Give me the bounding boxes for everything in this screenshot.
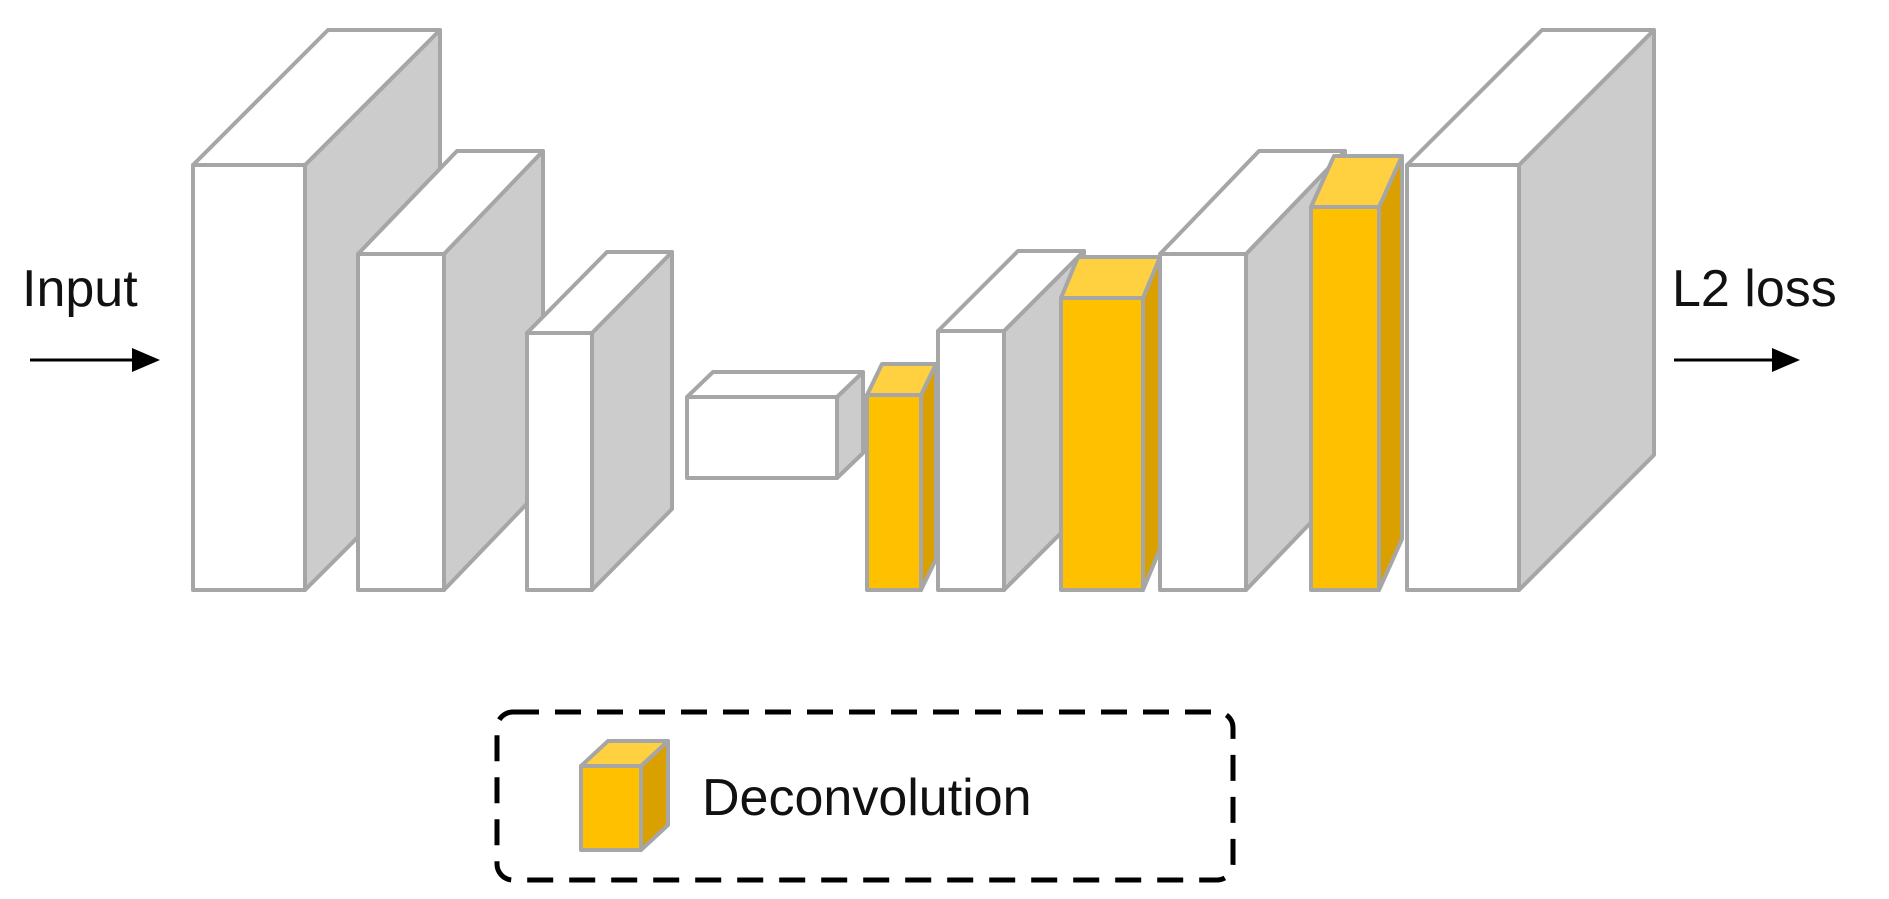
deconvolution-layer-legend	[579, 739, 670, 852]
input-label: Input	[22, 260, 138, 318]
deconvolution-layer-5	[865, 362, 938, 592]
layer-front-face	[191, 163, 307, 592]
input-arrow	[30, 348, 160, 372]
conv-layer-2	[356, 149, 545, 592]
layer-front-face	[1309, 205, 1381, 592]
layer-front-face	[1158, 252, 1248, 592]
deconvolution-layer-9	[1309, 154, 1404, 592]
layer-front-face	[865, 393, 923, 592]
layer-top-face	[1059, 255, 1162, 300]
legend-box	[494, 709, 1236, 883]
layer-front-face	[1405, 163, 1521, 592]
layer-front-face	[1059, 296, 1145, 592]
layer-top-face	[685, 370, 865, 399]
legend-deconvolution-swatch	[579, 739, 670, 852]
layer-front-face	[525, 331, 594, 592]
layer-blocks	[191, 28, 1656, 592]
layer-front-face	[579, 764, 643, 852]
layer-side-face	[1141, 255, 1162, 592]
layer-front-face	[356, 252, 446, 592]
layer-side-face	[1377, 154, 1404, 592]
legend-label: Deconvolution	[702, 769, 1032, 827]
layer-side-face	[919, 362, 938, 592]
conv-layer-10	[1405, 28, 1656, 592]
conv-layer-4	[685, 370, 865, 480]
deconvolution-layer-7	[1059, 255, 1162, 592]
legend: Deconvolution	[494, 709, 1236, 883]
conv-layer-3	[525, 250, 674, 592]
output-arrow	[1674, 348, 1800, 372]
layer-front-face	[685, 395, 839, 480]
output-label: L2 loss	[1672, 260, 1837, 318]
layer-front-face	[936, 329, 1006, 592]
